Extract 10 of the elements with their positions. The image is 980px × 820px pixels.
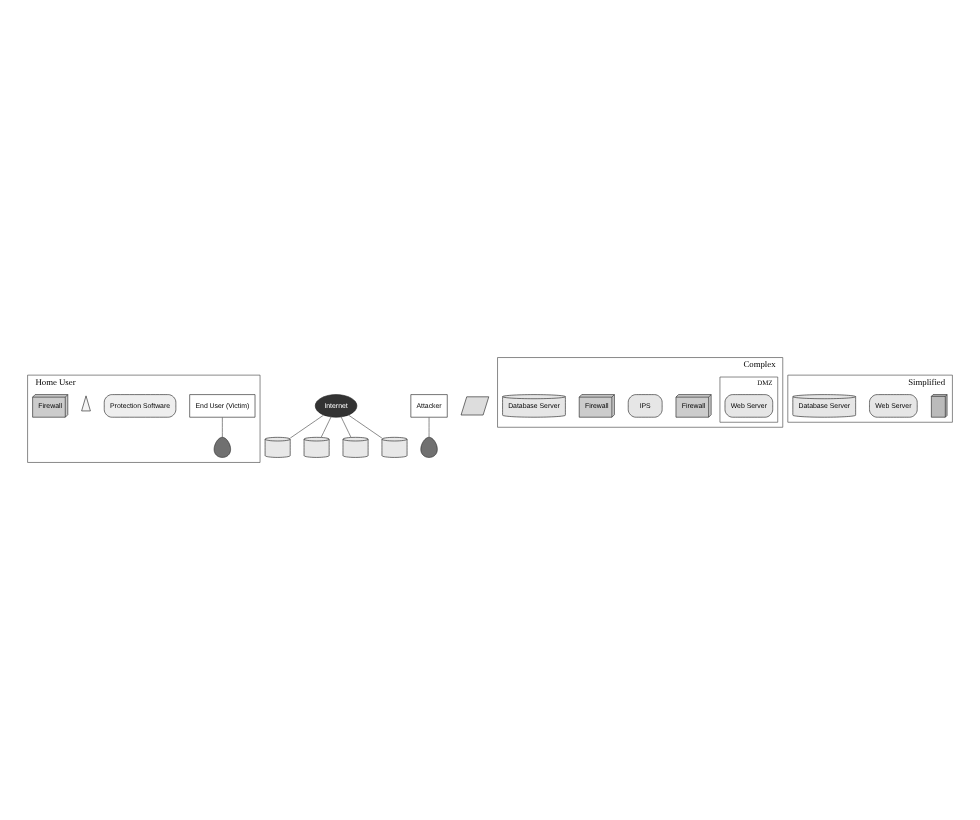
node-person bbox=[213, 437, 231, 458]
connector bbox=[340, 416, 352, 438]
connector bbox=[348, 414, 383, 439]
connector bbox=[289, 414, 325, 439]
node-person bbox=[420, 437, 438, 458]
connector bbox=[320, 416, 332, 438]
node-antenna bbox=[81, 395, 91, 412]
connector bbox=[222, 416, 223, 438]
connector bbox=[428, 416, 430, 438]
node-laptop bbox=[460, 396, 490, 416]
